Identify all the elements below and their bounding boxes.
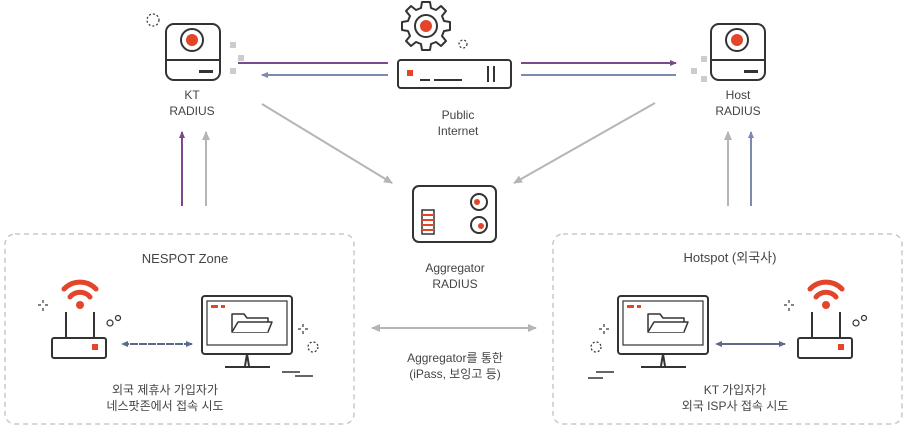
kt-radius-label-line2: RADIUS	[169, 104, 215, 118]
hotspot-zone-title: Hotspot (외국사)	[683, 250, 777, 265]
aggregator-link-label: Aggregator를 통한 (iPass, 보잉고 등)	[390, 350, 520, 382]
aggregator-device-icon	[412, 185, 497, 243]
aggregator-radius-label-line1: Aggregator	[425, 261, 485, 275]
public-internet-label: Public Internet	[418, 107, 498, 139]
kt-radius-server-icon	[146, 13, 244, 81]
host-radius-label-line1: Host	[725, 88, 751, 102]
nespot-zone-caption-line1: 외국 제휴사 가입자가	[111, 383, 219, 397]
kt-radius-label: KT RADIUS	[152, 87, 232, 119]
aggregator-radius-label: Aggregator RADIUS	[405, 260, 505, 292]
host-radius-label: Host RADIUS	[698, 87, 778, 119]
kt-radius-label-line1: KT	[184, 88, 200, 102]
hotspot-zone-caption: KT 가입자가 외국 ISP사 접속 시도	[660, 382, 810, 414]
hotspot-zone-caption-line1: KT 가입자가	[703, 383, 767, 397]
aggregator-radius-label-line2: RADIUS	[432, 277, 478, 291]
kt-to-aggregator-arrow	[261, 103, 393, 184]
aggregator-link-label-line1: Aggregator를 통한	[407, 351, 503, 365]
host-radius-server-icon	[691, 23, 766, 82]
nespot-zone-box	[4, 233, 355, 425]
host-to-aggregator-arrow	[513, 102, 656, 184]
nespot-wifi-router-icon	[38, 279, 122, 359]
public-internet-label-line1: Public	[441, 108, 475, 122]
aggregator-link-label-line2: (iPass, 보잉고 등)	[409, 367, 501, 381]
host-radius-label-line2: RADIUS	[715, 104, 761, 118]
public-internet-icon	[397, 1, 512, 89]
nespot-zone-title: NESPOT Zone	[141, 251, 229, 266]
nespot-monitor-icon	[201, 295, 319, 377]
nespot-zone-caption: 외국 제휴사 가입자가 네스팟존에서 접속 시도	[90, 382, 240, 414]
hotspot-zone-caption-line2: 외국 ISP사 접속 시도	[681, 399, 789, 413]
hotspot-wifi-router-icon	[784, 279, 868, 359]
gear-icon	[401, 1, 451, 51]
nespot-zone-caption-line2: 네스팟존에서 접속 시도	[106, 399, 224, 413]
hotspot-zone-box	[552, 233, 903, 425]
hotspot-monitor-icon	[588, 295, 709, 379]
public-internet-label-line2: Internet	[437, 124, 479, 138]
